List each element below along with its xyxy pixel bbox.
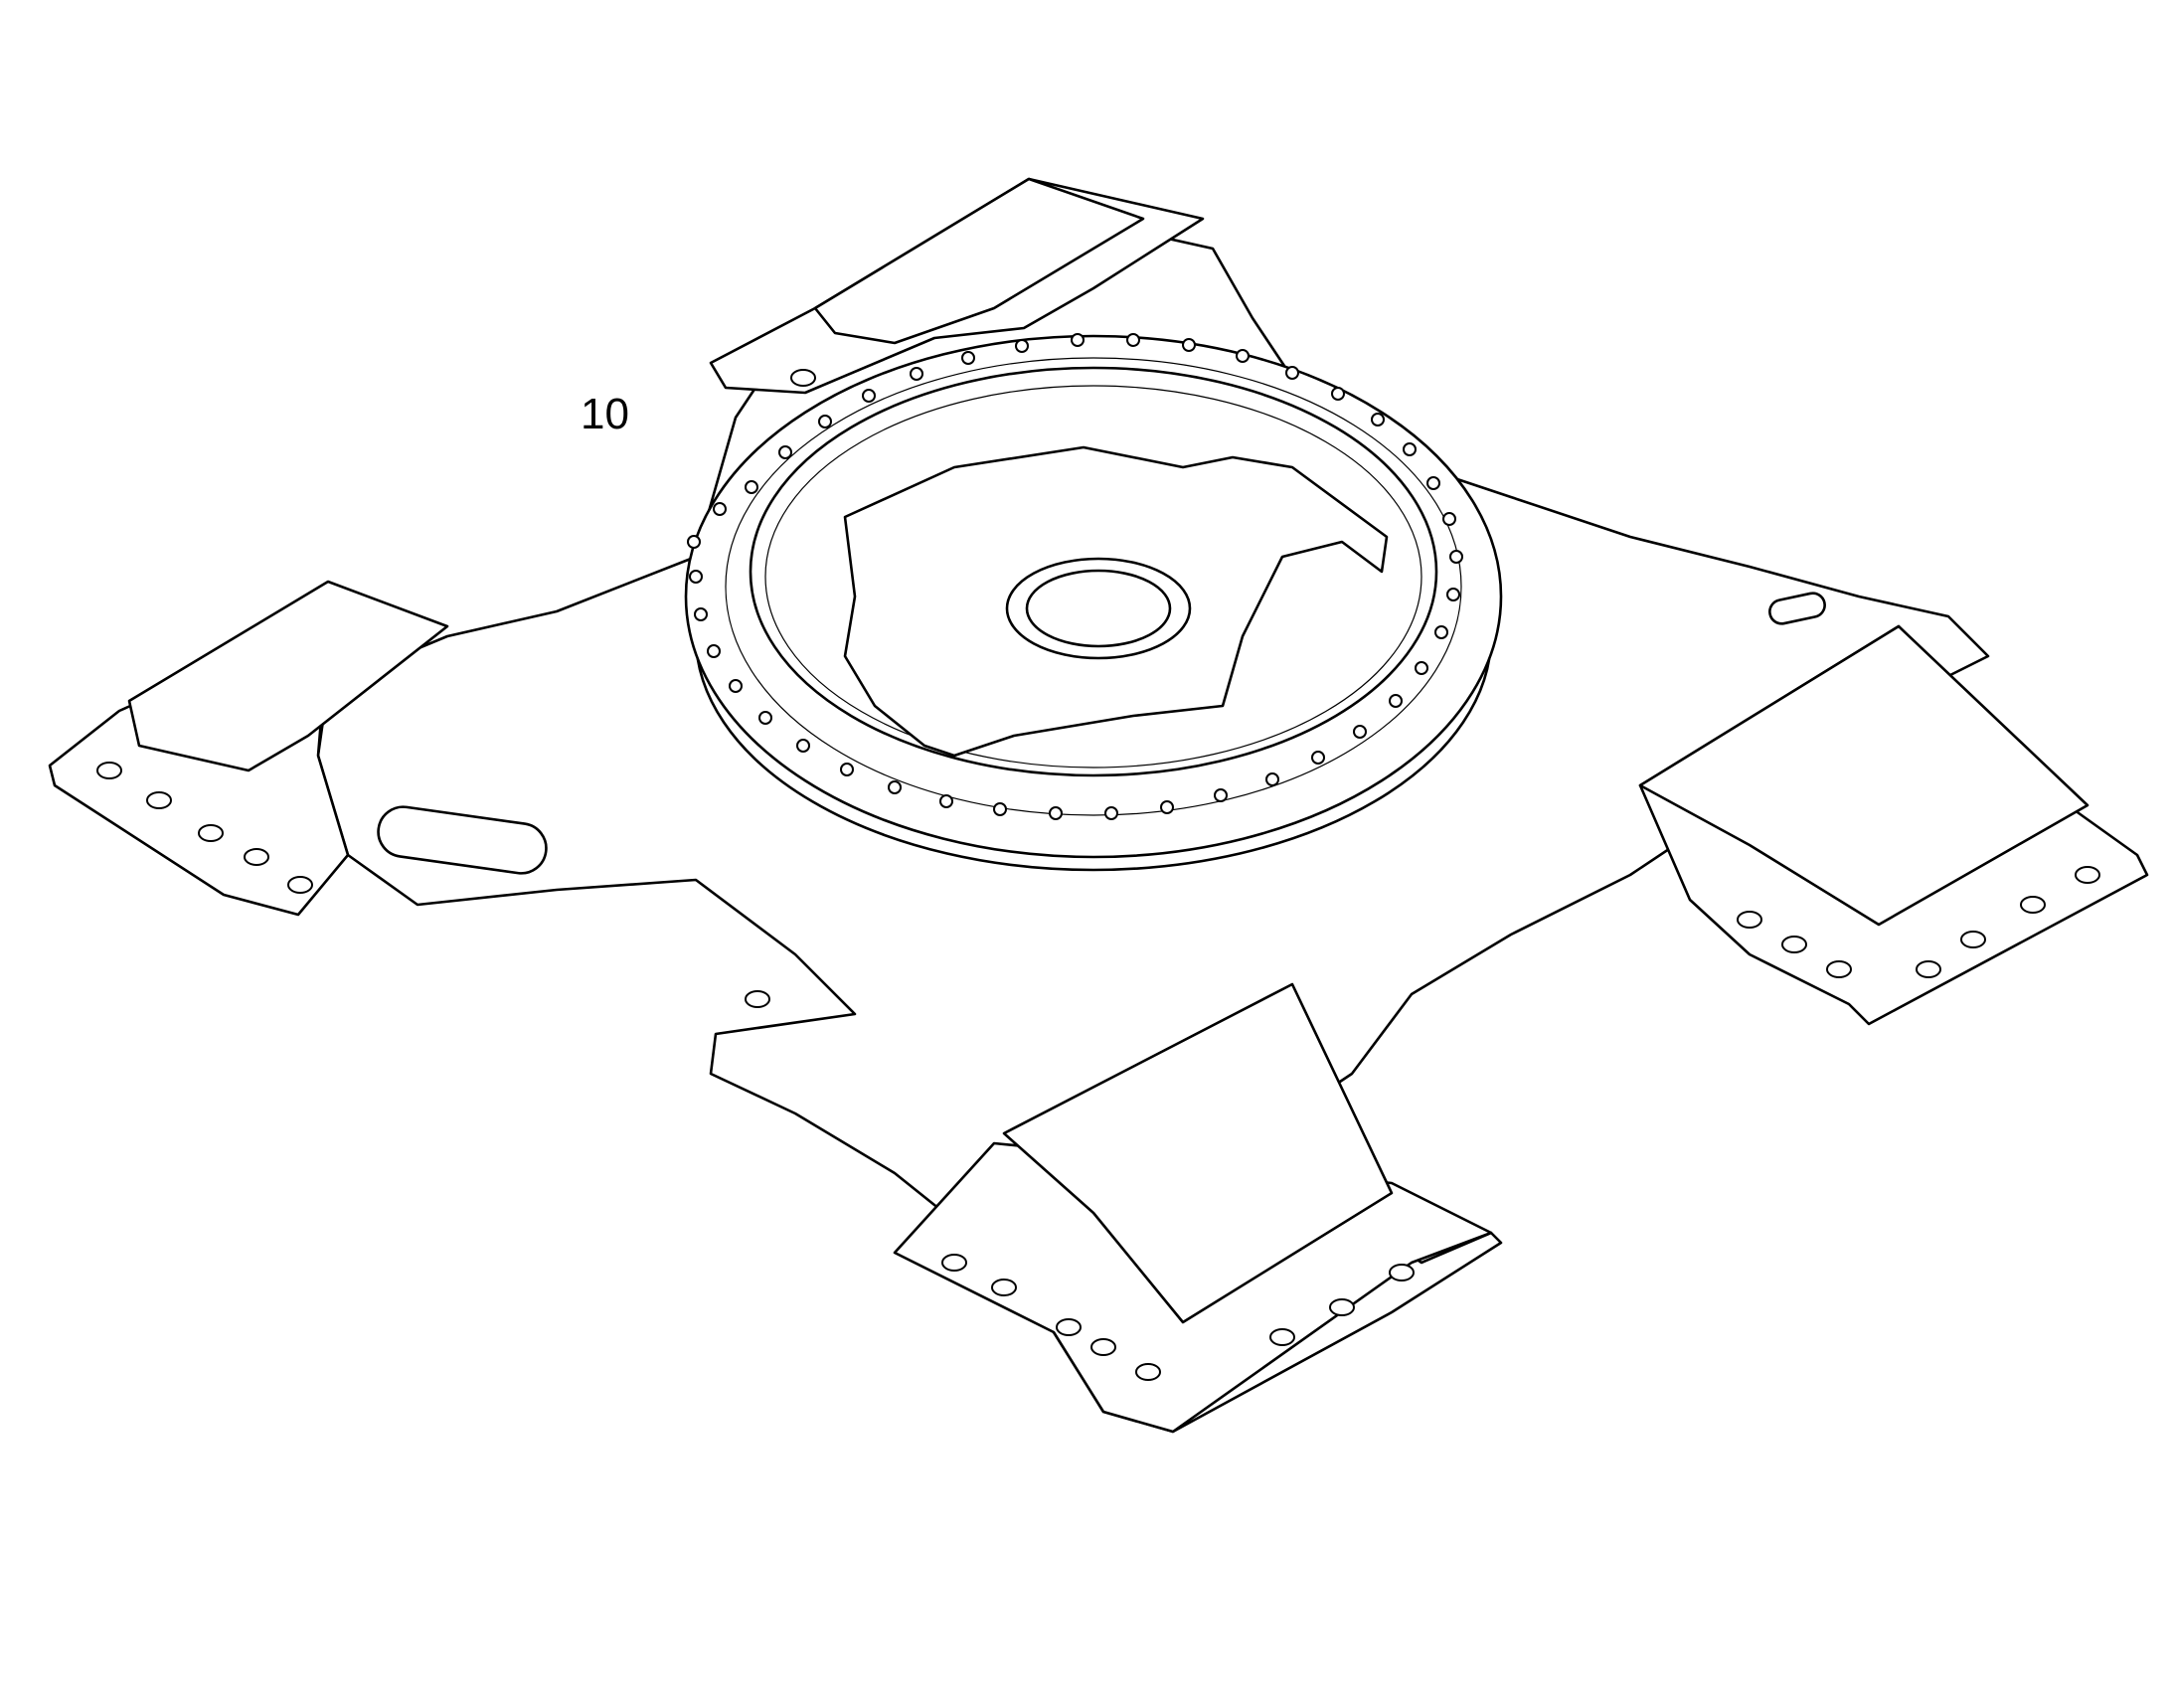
hub-bore [1025,569,1172,648]
oblong-port [1768,592,1826,625]
reference-number: 10 [581,390,629,438]
ring-bore-step [764,385,1422,769]
foot-top-left-block [813,177,1145,345]
foot-bolt-holes [96,369,2100,1381]
foot-right-block [1638,624,2089,927]
foot-bottom-block [1002,982,1394,1324]
ring-flange-inner-edge [725,357,1462,816]
foot-left-block [127,580,449,772]
access-slot [377,805,548,875]
flange-bolt-holes [687,333,1463,820]
small-hole [745,990,770,1008]
